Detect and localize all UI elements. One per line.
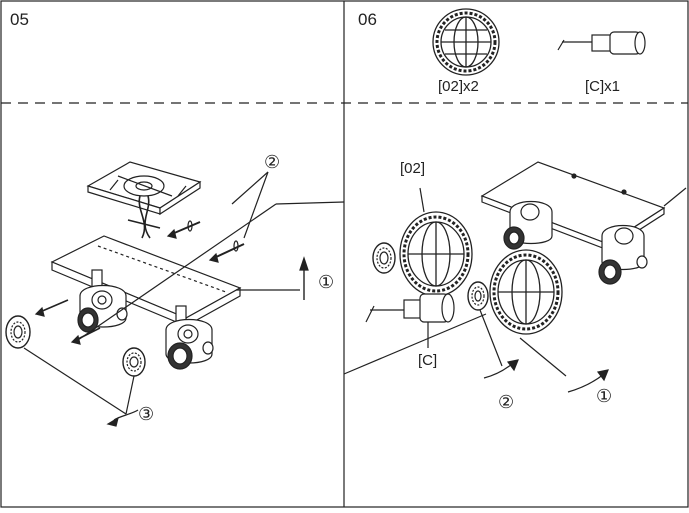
callout-marker: ① <box>596 386 613 406</box>
mounting-bracket-icon <box>86 161 202 239</box>
part-label-shade: [02] <box>400 160 426 177</box>
parts-list-label: [02]x2 <box>438 78 479 95</box>
step-number: 06 <box>358 10 377 29</box>
parts-list-label: [C]x1 <box>585 78 621 95</box>
step-05-drawing <box>5 161 345 427</box>
spotlight-icon <box>598 225 648 285</box>
spotlight-icon <box>77 269 128 333</box>
glass-shade-icon <box>489 249 563 335</box>
screw-icon <box>208 240 245 263</box>
spotlight-icon <box>503 201 553 250</box>
glass-shade-icon <box>432 8 500 76</box>
callout-marker: ② <box>498 392 515 412</box>
step-number: 05 <box>10 10 29 29</box>
callout-marker: ② <box>264 152 281 172</box>
callout-marker: ③ <box>138 404 155 424</box>
part-label-tool: [C] <box>418 352 438 369</box>
bezel-ring-icon <box>372 242 396 274</box>
callout-marker: ① <box>318 272 335 292</box>
bulb-tool-icon <box>365 293 455 323</box>
bulb-tool-icon <box>557 31 646 55</box>
bezel-ring-icon <box>122 347 146 377</box>
glass-shade-icon <box>399 211 473 297</box>
bezel-ring-icon <box>5 315 31 349</box>
bezel-ring-icon <box>467 281 489 311</box>
spotlight-icon <box>165 305 214 370</box>
screw-icon <box>166 220 201 239</box>
